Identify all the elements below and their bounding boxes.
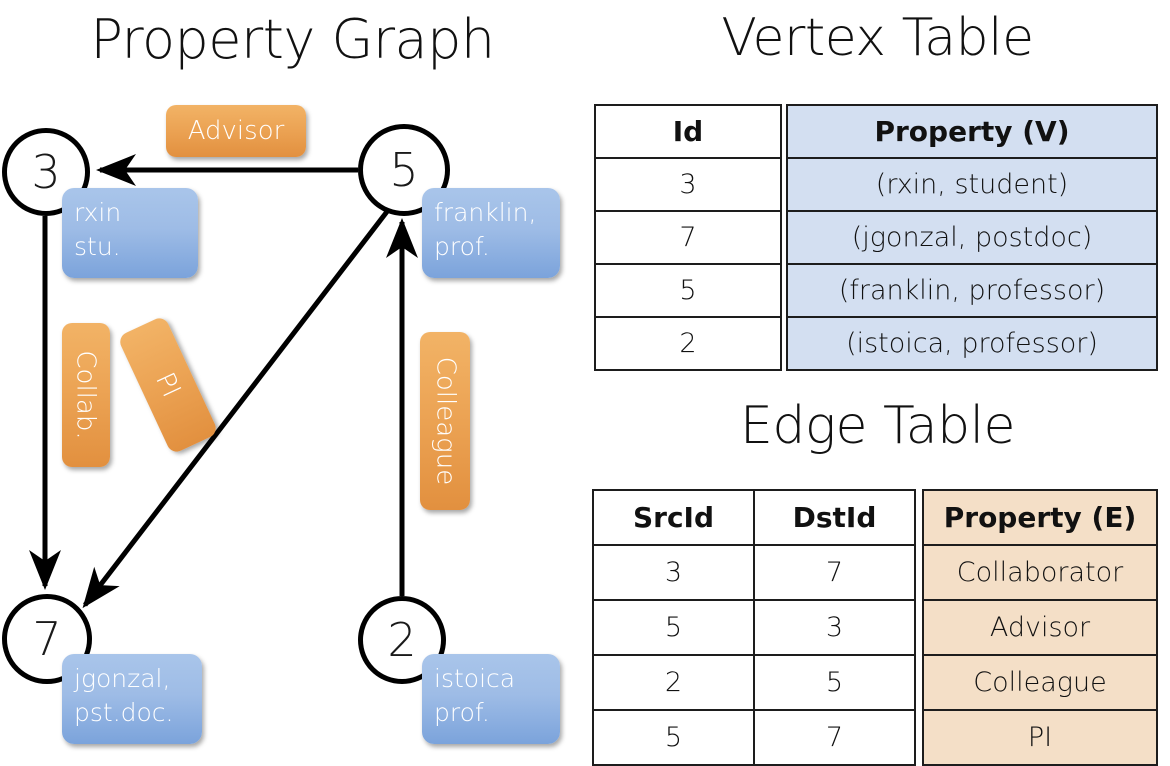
edge-table-id-columns: SrcId DstId 3 7 5 3 2 5 5 7 — [592, 489, 916, 766]
table-header-row: SrcId DstId — [592, 489, 916, 546]
table-header-row: Id — [594, 104, 782, 159]
graph-node-3-label: 3 — [31, 145, 61, 199]
vertex-cell-property: (jgonzal, postdoc) — [786, 210, 1158, 265]
table-row: 3 7 — [592, 544, 916, 601]
graph-node-7-label: 7 — [32, 612, 62, 666]
edge-arrow-5-to-7 — [82, 207, 391, 609]
vertex-cell-id: 5 — [594, 263, 782, 318]
edge-label-advisor-text: Advisor — [187, 116, 285, 146]
edge-label-collab-text: Collab. — [71, 350, 101, 440]
node-property-istoica-line1: istoica — [434, 664, 516, 693]
table-row: Collaborator — [922, 544, 1158, 601]
node-property-istoica-line2: prof. — [434, 697, 490, 727]
table-row: 5 — [594, 263, 782, 318]
graph-node-2[interactable]: 2 — [358, 596, 446, 684]
edge-cell-property: Colleague — [922, 654, 1158, 711]
edge-header-property: Property (E) — [922, 489, 1158, 546]
table-row: Advisor — [922, 599, 1158, 656]
edge-cell-dstid: 7 — [753, 709, 916, 766]
edge-label-colleague: Colleague — [420, 332, 470, 510]
graph-node-5-label: 5 — [389, 143, 419, 197]
edge-table-property-column: Property (E) Collaborator Advisor Collea… — [922, 489, 1158, 766]
node-property-jgonzal-line1: jgonzal, — [74, 664, 171, 693]
vertex-table-property-column: Property (V) (rxin, student) (jgonzal, p… — [786, 104, 1158, 371]
edge-cell-property: PI — [922, 709, 1158, 766]
table-header-row: Property (V) — [786, 104, 1158, 159]
graph-node-2-label: 2 — [387, 613, 417, 667]
edge-label-colleague-text: Colleague — [430, 356, 461, 486]
edge-cell-srcid: 3 — [592, 544, 755, 601]
vertex-cell-property: (rxin, student) — [786, 157, 1158, 212]
node-property-franklin-line1: franklin, — [434, 198, 537, 227]
table-row: (jgonzal, postdoc) — [786, 210, 1158, 265]
page-title-vertex-table: Vertex Table — [721, 8, 1034, 68]
vertex-cell-property: (franklin, professor) — [786, 263, 1158, 318]
edge-cell-dstid: 5 — [753, 654, 916, 711]
edge-cell-srcid: 5 — [592, 709, 755, 766]
edge-header-srcid: SrcId — [592, 489, 755, 546]
edge-cell-property: Advisor — [922, 599, 1158, 656]
table-row: (rxin, student) — [786, 157, 1158, 212]
table-row: 3 — [594, 157, 782, 212]
edge-cell-srcid: 2 — [592, 654, 755, 711]
table-row: (franklin, professor) — [786, 263, 1158, 318]
node-property-box-rxin: rxin stu. — [62, 188, 198, 278]
edge-cell-srcid: 5 — [592, 599, 755, 656]
edge-label-collab: Collab. — [62, 323, 110, 467]
table-row: 5 3 — [592, 599, 916, 656]
edge-cell-property: Collaborator — [922, 544, 1158, 601]
vertex-table-id-column: Id 3 7 5 2 — [594, 104, 782, 371]
table-row: 5 7 — [592, 709, 916, 766]
table-row: (istoica, professor) — [786, 316, 1158, 371]
graph-node-5[interactable]: 5 — [358, 124, 450, 216]
node-property-rxin-line2: stu. — [74, 231, 121, 261]
table-header-row: Property (E) — [922, 489, 1158, 546]
node-property-box-franklin: franklin, prof. — [422, 188, 560, 278]
property-graph-diagram: 3 5 7 2 rxin stu. franklin, prof. jgonza… — [0, 0, 585, 760]
vertex-header-property: Property (V) — [786, 104, 1158, 159]
vertex-cell-id: 3 — [594, 157, 782, 212]
table-row: PI — [922, 709, 1158, 766]
page-title-property-graph: Property Graph — [90, 8, 495, 71]
table-row: Colleague — [922, 654, 1158, 711]
vertex-header-id: Id — [594, 104, 782, 159]
page-title-edge-table: Edge Table — [739, 396, 1016, 456]
node-property-jgonzal-line2: pst.doc. — [74, 697, 174, 727]
vertex-cell-id: 7 — [594, 210, 782, 265]
edge-header-dstid: DstId — [753, 489, 916, 546]
node-property-box-jgonzal: jgonzal, pst.doc. — [62, 654, 202, 744]
table-row: 2 5 — [592, 654, 916, 711]
table-row: 7 — [594, 210, 782, 265]
edge-label-advisor: Advisor — [166, 105, 306, 157]
node-property-rxin-line1: rxin — [74, 198, 122, 227]
graph-edge-arrows — [29, 154, 418, 609]
table-row: 2 — [594, 316, 782, 371]
edge-cell-dstid: 3 — [753, 599, 916, 656]
vertex-cell-property: (istoica, professor) — [786, 316, 1158, 371]
node-property-franklin-line2: prof. — [434, 231, 490, 261]
vertex-cell-id: 2 — [594, 316, 782, 371]
edge-cell-dstid: 7 — [753, 544, 916, 601]
edge-label-pi-text: PI — [149, 368, 187, 402]
node-property-box-istoica: istoica prof. — [422, 654, 560, 744]
